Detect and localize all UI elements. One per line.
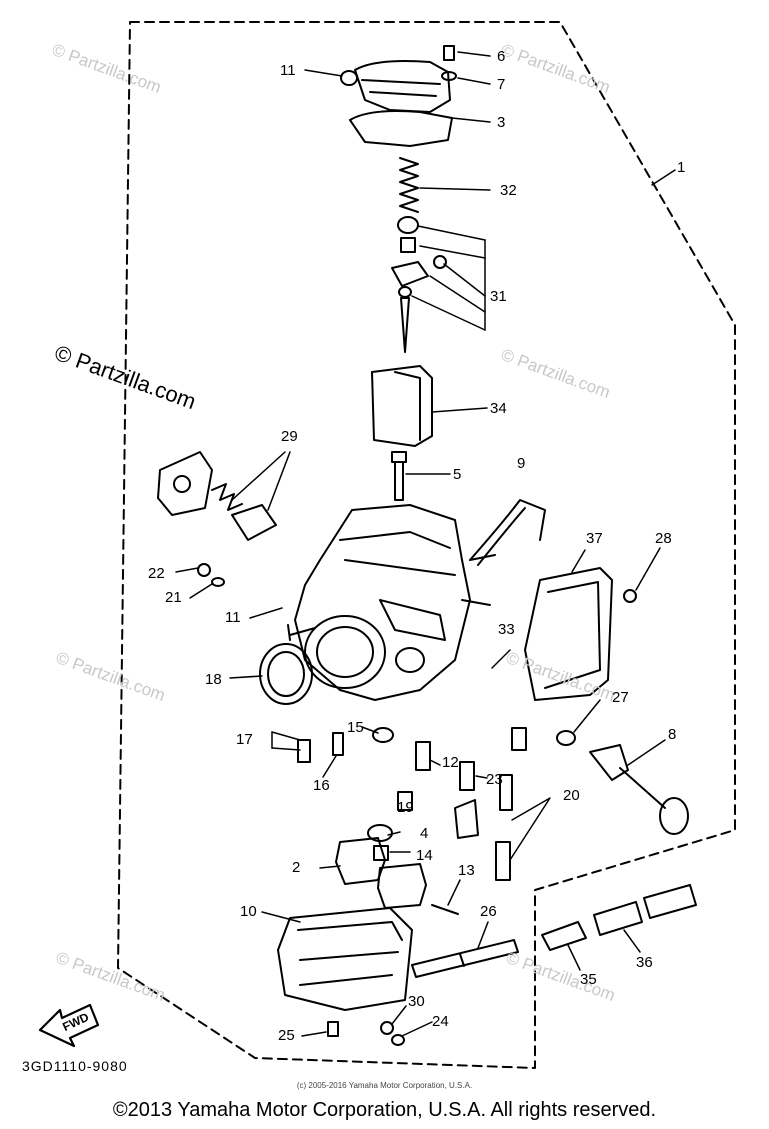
callout-25: 25 [278,1027,295,1044]
jet-needle-assembly [391,216,447,353]
callout-2: 2 [292,859,301,876]
callout-20: 20 [563,787,580,804]
carburetor-body [287,504,496,701]
callout-37: 37 [586,530,603,547]
spring [399,157,419,213]
callout-18: 18 [205,671,222,688]
callout-34: 34 [490,400,507,417]
callout-13: 13 [458,862,475,879]
callout-7: 7 [497,76,506,93]
callout-32: 32 [500,182,517,199]
float-pin [431,904,459,915]
callout-11a: 11 [280,62,296,79]
assembly-boundary [117,21,736,1069]
part-code: 3GD1110-9080 [22,1058,128,1074]
callout-4: 4 [420,825,429,842]
intake-gasket [259,643,313,705]
callout-10: 10 [240,903,257,920]
callout-14: 14 [416,847,433,864]
drain-tube [411,939,519,978]
floats [335,837,427,909]
throttle-slide [371,365,433,447]
callout-1: 1 [677,159,686,176]
callout-15: 15 [347,719,364,736]
callout-28: 28 [655,530,672,547]
callout-9: 9 [517,455,526,472]
jets-cluster [297,727,527,881]
breather-tubes [541,884,697,951]
callout-30: 30 [408,993,425,1010]
idle-adjuster [556,730,689,835]
fwd-arrow [38,1003,100,1048]
float-bowl [277,907,413,1046]
callout-21: 21 [165,589,182,606]
callout-27: 27 [612,689,629,706]
small-copyright: (c) 2005-2016 Yamaha Motor Corporation, … [296,1081,473,1090]
callout-16: 16 [313,777,330,794]
callout-26: 26 [480,903,497,920]
callout-12: 12 [442,754,459,771]
callout-31: 31 [490,288,507,305]
vent-hose [469,499,546,561]
callout-5: 5 [453,466,462,483]
callout-6: 6 [497,48,506,65]
leader-lines [175,51,676,1037]
throttle-cover [524,567,613,701]
accelerator-pump [157,451,277,587]
callout-29: 29 [281,428,298,445]
callout-35: 35 [580,971,597,988]
callout-23: 23 [486,771,503,788]
copyright-notice: ©2013 Yamaha Motor Corporation, U.S.A. A… [112,1099,657,1121]
callout-22: 22 [148,565,165,582]
callout-24: 24 [432,1013,449,1030]
slide-screw [391,451,407,501]
callout-8: 8 [668,726,677,743]
callout-11b: 11 [225,609,241,626]
callout-19: 19 [397,799,414,816]
callout-3: 3 [497,114,506,131]
callout-33: 33 [498,621,515,638]
callout-17: 17 [236,731,253,748]
callout-36: 36 [636,954,653,971]
top-cover [340,45,457,147]
